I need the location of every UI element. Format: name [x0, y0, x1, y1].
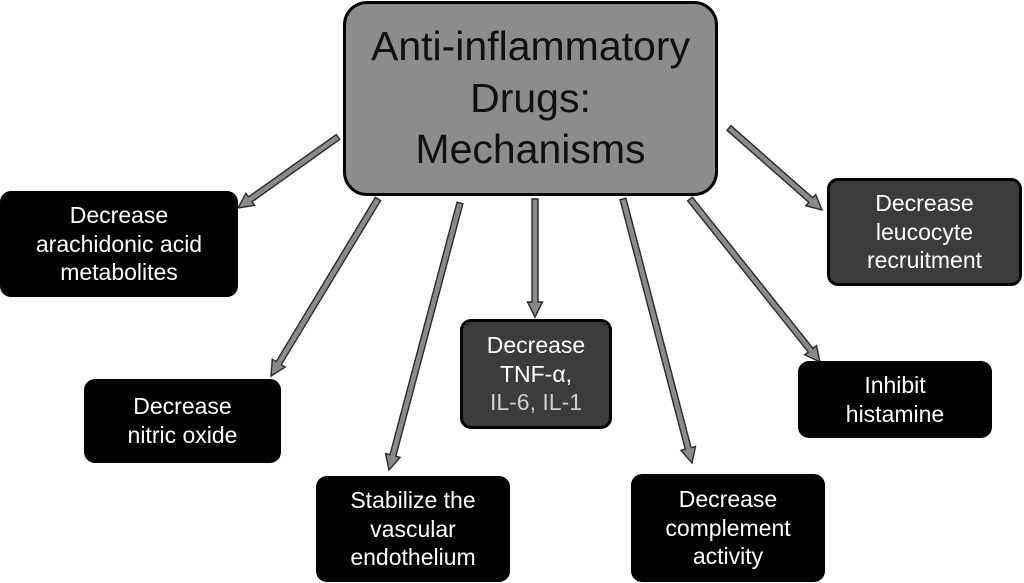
arrow-to-complement: [619, 197, 697, 465]
arrow-to-nitric: [270, 196, 382, 378]
arachidonic-acid-label: Decrease arachidonic acid metabolites: [35, 201, 203, 286]
cytokines-label-line3: IL-6, IL-1: [489, 389, 583, 416]
nitric-oxide-label: Decrease nitric oxide: [127, 393, 238, 448]
arrow-to-leucocyte: [726, 124, 824, 212]
arrow-to-arachidonic: [236, 133, 341, 209]
histamine-label: Inhibit histamine: [845, 371, 945, 427]
leucocyte-recruitment-node: Decrease leucocyte recruitment: [827, 178, 1022, 286]
complement-activity-label: Decrease complement activity: [665, 485, 791, 570]
cytokines-label-line1: Decrease: [486, 331, 586, 358]
histamine-node: Inhibit histamine: [798, 361, 992, 438]
central-concept-box: Anti-inflammatory Drugs: Mechanisms: [343, 1, 718, 196]
arachidonic-acid-node: Decrease arachidonic acid metabolites: [0, 191, 238, 297]
nitric-oxide-node: Decrease nitric oxide: [84, 379, 281, 463]
arrow-to-cytokines: [526, 198, 544, 319]
vascular-endothelium-label: Stabilize the vascular endothelium: [350, 486, 476, 571]
central-concept-label: Anti-inflammatory Drugs: Mechanisms: [371, 23, 690, 173]
cytokines-label-line2: TNF-α,: [499, 360, 573, 387]
complement-activity-node: Decrease complement activity: [631, 474, 825, 582]
arrow-to-histamine: [686, 196, 821, 364]
leucocyte-recruitment-label: Decrease leucocyte recruitment: [866, 189, 983, 274]
vascular-endothelium-node: Stabilize the vascular endothelium: [316, 476, 510, 582]
arrow-to-vascular: [384, 201, 464, 472]
cytokines-node: Decrease TNF-α, IL-6, IL-1: [460, 319, 612, 429]
